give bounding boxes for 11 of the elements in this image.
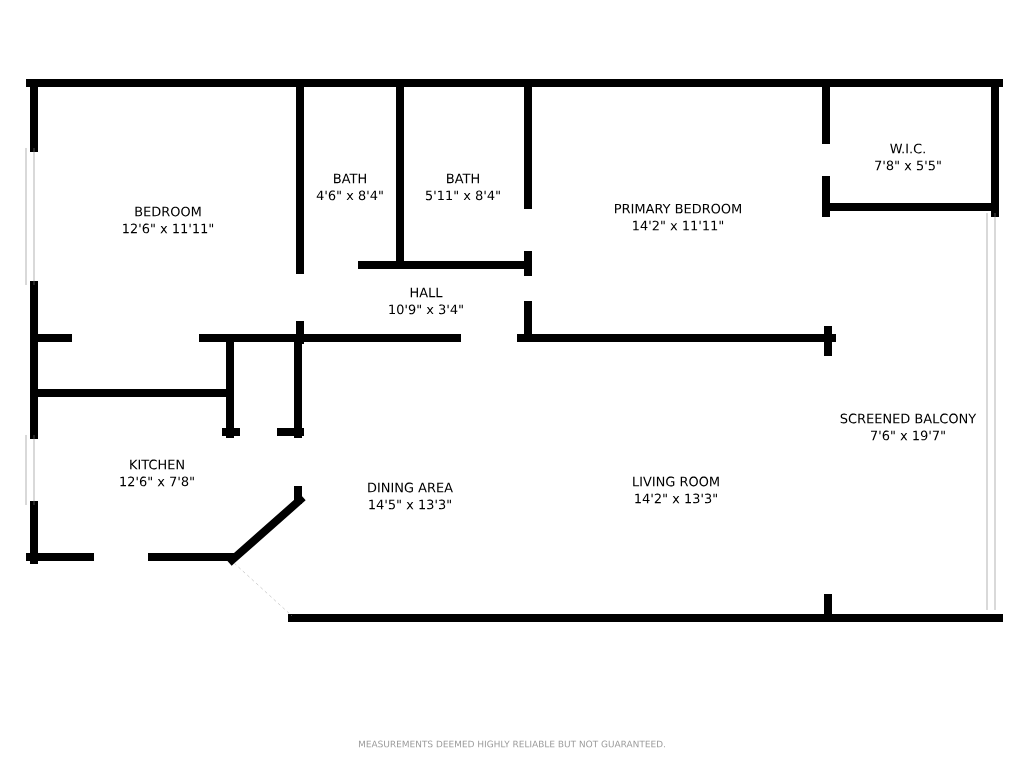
room-label: KITCHEN 12'6" x 7'8" [120, 459, 194, 487]
room-label: BATH 5'11" x 8'4" [425, 173, 500, 201]
footer-note: MEASUREMENTS DEEMED HIGHLY RELIABLE BUT NOT GUARANTEED. [359, 740, 665, 748]
room-label: PRIMARY BEDROOM 14'2" x 11'11" [615, 203, 741, 231]
room-label: W.I.C. 7'8" x 5'5" [875, 143, 941, 171]
room-label: BEDROOM 12'6" x 11'11" [123, 206, 214, 234]
room-label: LIVING ROOM 14'2" x 13'3" [633, 476, 719, 504]
room-label: HALL 10'9" x 3'4" [389, 287, 463, 315]
room-label: SCREENED BALCONY 7'6" x 19'7" [840, 413, 977, 441]
room-label: BATH 4'6" x 8'4" [316, 173, 383, 201]
room-label: DINING AREA 14'5" x 13'3" [368, 482, 453, 510]
